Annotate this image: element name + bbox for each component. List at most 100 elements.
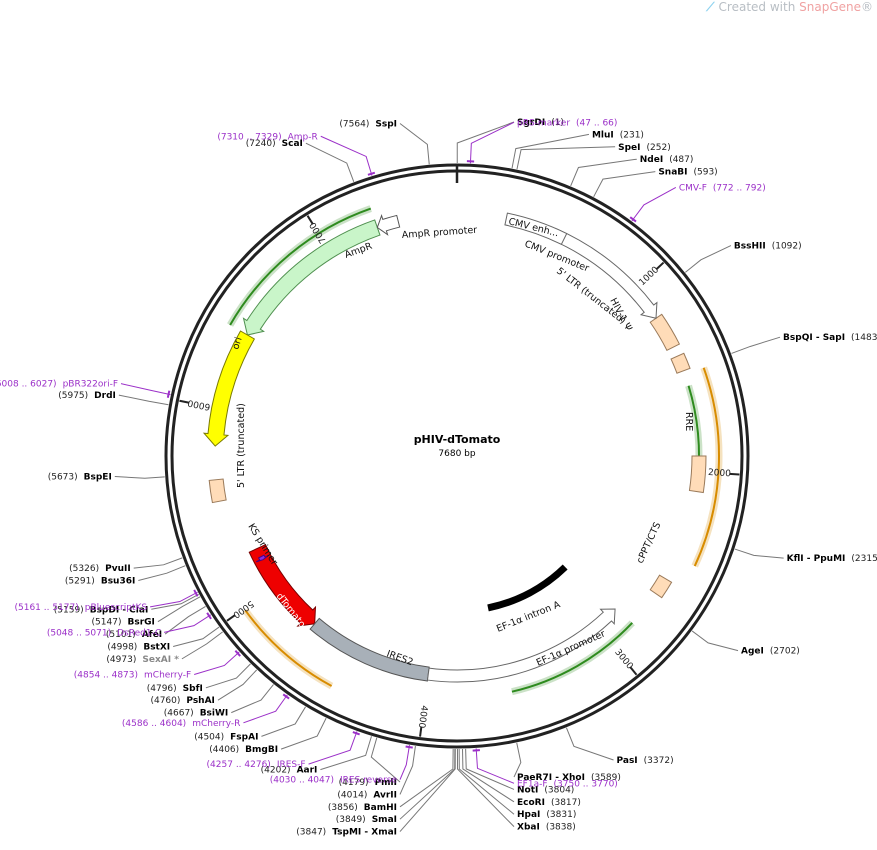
feature-arc[interactable] bbox=[649, 574, 673, 599]
site-position: (4179) bbox=[339, 778, 369, 788]
feature-arc[interactable] bbox=[426, 608, 616, 683]
feature-arc[interactable] bbox=[242, 219, 381, 336]
feature-arc[interactable] bbox=[504, 212, 568, 246]
restriction-site-label[interactable]: (7240)ScaI bbox=[246, 139, 303, 149]
site-position: (3856) bbox=[328, 803, 358, 813]
restriction-site-label[interactable]: (4796)SbfI bbox=[147, 684, 203, 694]
primer-name: (5048 .. 5071) bbox=[47, 628, 111, 638]
site-leader-line bbox=[684, 245, 732, 273]
restriction-site-label[interactable]: (3847)TspMI - XmaI bbox=[296, 828, 397, 838]
restriction-site-label[interactable]: (4667)BsiWI bbox=[164, 709, 229, 719]
feature-arc[interactable] bbox=[688, 455, 707, 494]
restriction-site-label[interactable]: (4179) PmlI bbox=[339, 778, 397, 788]
site-position: PasI bbox=[617, 756, 638, 766]
primer-mark bbox=[282, 693, 290, 700]
primer-range: IRES reverse bbox=[340, 776, 397, 786]
primer-range: pBR322ori-F bbox=[63, 380, 118, 390]
restriction-site-label[interactable]: BspQI - SapI (1483) bbox=[783, 333, 877, 343]
site-leader-line bbox=[456, 121, 515, 164]
primer-name: (4586 .. 4604) bbox=[122, 719, 186, 729]
site-enzyme: SspI bbox=[375, 119, 397, 129]
primer-site-label[interactable]: (5161 .. 5177)pBluescriptKS bbox=[14, 603, 147, 613]
restriction-site-label[interactable]: KflI - PpuMI(2315) bbox=[787, 554, 877, 564]
site-enzyme: (3589) bbox=[591, 773, 621, 783]
feature-arc[interactable] bbox=[255, 554, 269, 563]
restriction-site-label[interactable]: (5673)BspEI bbox=[48, 473, 112, 483]
site-enzyme: (1) bbox=[551, 118, 564, 128]
site-position: (4998) bbox=[107, 642, 137, 652]
restriction-site-label[interactable]: (5159)BspDI - ClaI bbox=[54, 605, 149, 615]
restriction-site-label[interactable]: (4504)FspAI bbox=[194, 732, 258, 742]
restriction-site-label[interactable]: HpaI(3831) bbox=[517, 810, 576, 820]
primer-mark bbox=[352, 731, 361, 736]
restriction-site-label[interactable]: PaeR7I - XhoI(3589) bbox=[517, 773, 621, 783]
site-leader-line bbox=[593, 171, 656, 198]
restriction-site-label[interactable]: (5326)PvuII bbox=[69, 564, 131, 574]
restriction-site-label[interactable]: SgrDI(1) bbox=[517, 118, 564, 128]
feature-arc[interactable] bbox=[550, 227, 658, 319]
restriction-site-label[interactable]: (4202)AarI bbox=[261, 766, 318, 776]
feature-arc[interactable] bbox=[309, 617, 430, 682]
site-enzyme: PmlI bbox=[375, 778, 397, 788]
site-position: MluI bbox=[592, 130, 614, 140]
site-leader-line bbox=[138, 565, 186, 581]
restriction-site-label[interactable]: (4760)PshAI bbox=[150, 696, 214, 706]
site-position: (4796) bbox=[147, 684, 177, 694]
primer-site-label[interactable]: (5048 .. 5071)DsRed1-C bbox=[47, 628, 161, 638]
feature-arc[interactable] bbox=[649, 313, 681, 352]
feature-arc[interactable] bbox=[670, 352, 691, 374]
restriction-site-label[interactable]: NotI(3804) bbox=[517, 785, 574, 795]
ruler-tick bbox=[226, 614, 236, 622]
feature-arc[interactable] bbox=[208, 478, 227, 504]
restriction-site-label[interactable]: (4973)SexAI * bbox=[106, 655, 179, 665]
site-position: (4202) bbox=[261, 766, 291, 776]
restriction-site-label[interactable]: XbaI(3838) bbox=[517, 823, 576, 833]
primer-leader-line bbox=[399, 745, 411, 780]
restriction-site-label[interactable]: (3856)BamHI bbox=[328, 803, 397, 813]
restriction-site-label[interactable]: (5101)AfeI bbox=[106, 630, 162, 640]
feature-arc[interactable] bbox=[487, 564, 568, 612]
ruler-tick bbox=[179, 399, 190, 404]
restriction-site-label[interactable]: AgeI(2702) bbox=[741, 647, 800, 657]
primer-range: IRES-F bbox=[277, 760, 306, 770]
primer-site-label[interactable]: (4257 .. 4276) IRES-F bbox=[207, 760, 306, 770]
restriction-site-label[interactable]: SnaBI(593) bbox=[658, 168, 717, 178]
site-enzyme: (1483) bbox=[851, 333, 877, 343]
primer-site-label[interactable]: pRS-marker(47 .. 66) bbox=[517, 118, 617, 128]
site-leader-line bbox=[456, 748, 515, 827]
restriction-site-label[interactable]: (4998) BstXI bbox=[107, 642, 170, 652]
restriction-site-label[interactable]: (5147)BsrGI bbox=[92, 618, 155, 628]
primer-name: (5161 .. 5177) bbox=[14, 603, 78, 613]
site-position: BspQI - SapI bbox=[783, 333, 845, 343]
site-leader-line bbox=[565, 727, 614, 761]
watermark-brand: SnapGene bbox=[799, 0, 861, 14]
feature-arc[interactable] bbox=[376, 213, 401, 236]
primer-mark bbox=[206, 612, 212, 620]
site-leader-line bbox=[118, 394, 169, 406]
feature-arc[interactable] bbox=[202, 330, 256, 447]
restriction-site-label[interactable]: MluI(231) bbox=[592, 130, 644, 140]
restriction-site-label[interactable]: (4406)BmgBI bbox=[209, 745, 278, 755]
feature-arc[interactable] bbox=[248, 543, 317, 627]
restriction-site-label[interactable]: (3849)SmaI bbox=[336, 815, 397, 825]
primer-site-label[interactable]: CMV-F(772 .. 792) bbox=[679, 183, 766, 193]
restriction-site-label[interactable]: SpeI(252) bbox=[618, 143, 671, 153]
primer-site-label[interactable]: (7310 .. 7329)Amp-R bbox=[217, 132, 317, 142]
site-leader-line bbox=[462, 748, 515, 803]
restriction-site-label[interactable]: (7564)SspI bbox=[339, 119, 397, 129]
primer-site-label[interactable]: (4854 .. 4873)mCherry-F bbox=[74, 670, 191, 680]
restriction-site-label[interactable]: (4014)AvrII bbox=[337, 790, 397, 800]
restriction-site-label[interactable]: EcoRI(3817) bbox=[517, 798, 581, 808]
restriction-site-label[interactable]: PasI(3372) bbox=[617, 756, 674, 766]
restriction-site-label[interactable]: NdeI(487) bbox=[640, 155, 694, 165]
site-leader-line bbox=[305, 142, 355, 182]
primer-site-label[interactable]: (6008 .. 6027)pBR322ori-F bbox=[0, 380, 118, 390]
site-enzyme: BstXI bbox=[143, 642, 170, 652]
restriction-site-label[interactable]: (5975)DrdI bbox=[58, 391, 116, 401]
restriction-site-label[interactable]: (5291)Bsu36I bbox=[65, 576, 135, 586]
primer-site-label[interactable]: (4586 .. 4604)mCherry-R bbox=[122, 719, 240, 729]
primer-site-label[interactable]: EF1a-F(3750 .. 3770) bbox=[517, 779, 618, 789]
primer-site-label[interactable]: (4030 .. 4047)IRES reverse bbox=[270, 776, 398, 786]
restriction-site-label[interactable]: BssHII(1092) bbox=[734, 242, 802, 252]
primer-name: (4257 .. 4276) bbox=[207, 760, 271, 770]
